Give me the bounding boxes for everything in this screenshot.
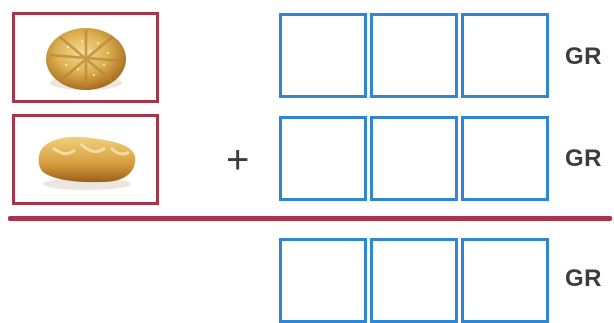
bread-roll-frame (12, 12, 159, 103)
row2-digit-box-1[interactable] (279, 116, 367, 201)
row1-digit-box-3[interactable] (461, 13, 549, 98)
result-digit-box-1[interactable] (279, 238, 367, 323)
row1-digit-box-1[interactable] (279, 13, 367, 98)
row1-unit-label: GR (565, 43, 602, 71)
round-bread-roll-icon (38, 21, 134, 95)
row2-digit-box-2[interactable] (370, 116, 458, 201)
baguette-frame (12, 114, 159, 205)
row1-digit-box-2[interactable] (370, 13, 458, 98)
result-digit-box-2[interactable] (370, 238, 458, 323)
row2-digit-box-3[interactable] (461, 116, 549, 201)
baguette-roll-icon (31, 126, 141, 194)
result-digit-box-3[interactable] (461, 238, 549, 323)
plus-sign: + (226, 140, 249, 180)
sum-divider-line (8, 216, 612, 221)
result-unit-label: GR (565, 265, 602, 293)
row2-unit-label: GR (565, 145, 602, 173)
